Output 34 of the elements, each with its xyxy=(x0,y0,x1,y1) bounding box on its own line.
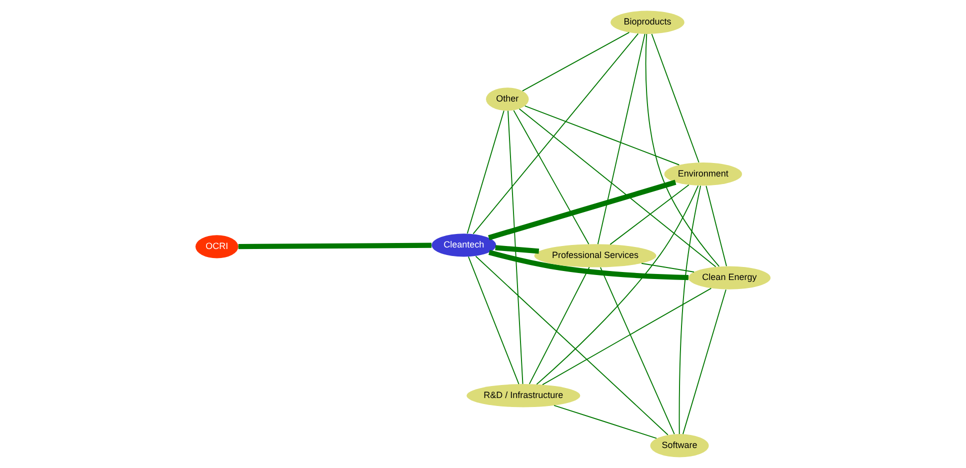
connector xyxy=(528,266,590,384)
connector xyxy=(651,34,700,163)
connector xyxy=(238,242,432,250)
connector xyxy=(522,32,630,92)
node-ellipse: Other xyxy=(486,88,529,111)
connector xyxy=(508,110,524,384)
node-ellipse: Environment xyxy=(664,162,742,186)
connector xyxy=(542,288,712,386)
connector xyxy=(472,33,639,234)
connector xyxy=(475,256,668,436)
connector xyxy=(466,110,504,234)
node-ellipse: Cleantech xyxy=(432,234,496,257)
node-ellipse: Software xyxy=(650,434,709,458)
connector xyxy=(524,105,680,166)
connector xyxy=(554,404,658,439)
connector xyxy=(513,110,590,245)
connector xyxy=(468,256,520,385)
connector xyxy=(682,289,726,435)
connector xyxy=(495,245,540,254)
node-ellipse: Professional Services xyxy=(534,244,656,268)
connector xyxy=(706,185,727,267)
node-ellipse: Clean Energy xyxy=(688,266,771,290)
node-ellipse: OCRI xyxy=(195,235,238,258)
connector xyxy=(536,185,699,385)
node-ellipse: R&D / Infrastructure xyxy=(466,384,580,408)
connector xyxy=(488,250,688,280)
connector xyxy=(645,34,720,267)
connector xyxy=(678,185,702,434)
connector xyxy=(610,184,690,245)
connector xyxy=(597,33,646,245)
connector xyxy=(641,262,695,272)
node-ellipse: Bioproducts xyxy=(610,10,684,34)
connector xyxy=(488,180,676,240)
connector xyxy=(600,266,675,435)
